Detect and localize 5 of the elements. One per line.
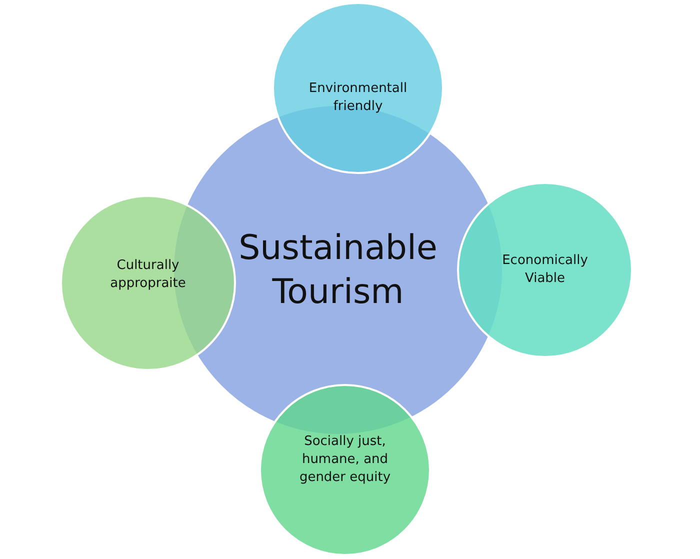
circle-label: Culturally appropraite [109,256,187,293]
circle-label: Economically Viable [501,252,589,288]
center-title: Sustainable Tourism [238,226,438,314]
circle-label: Socially just, humane, and gender equity [298,432,392,488]
circle-label: Environmentall friendly [308,80,408,116]
